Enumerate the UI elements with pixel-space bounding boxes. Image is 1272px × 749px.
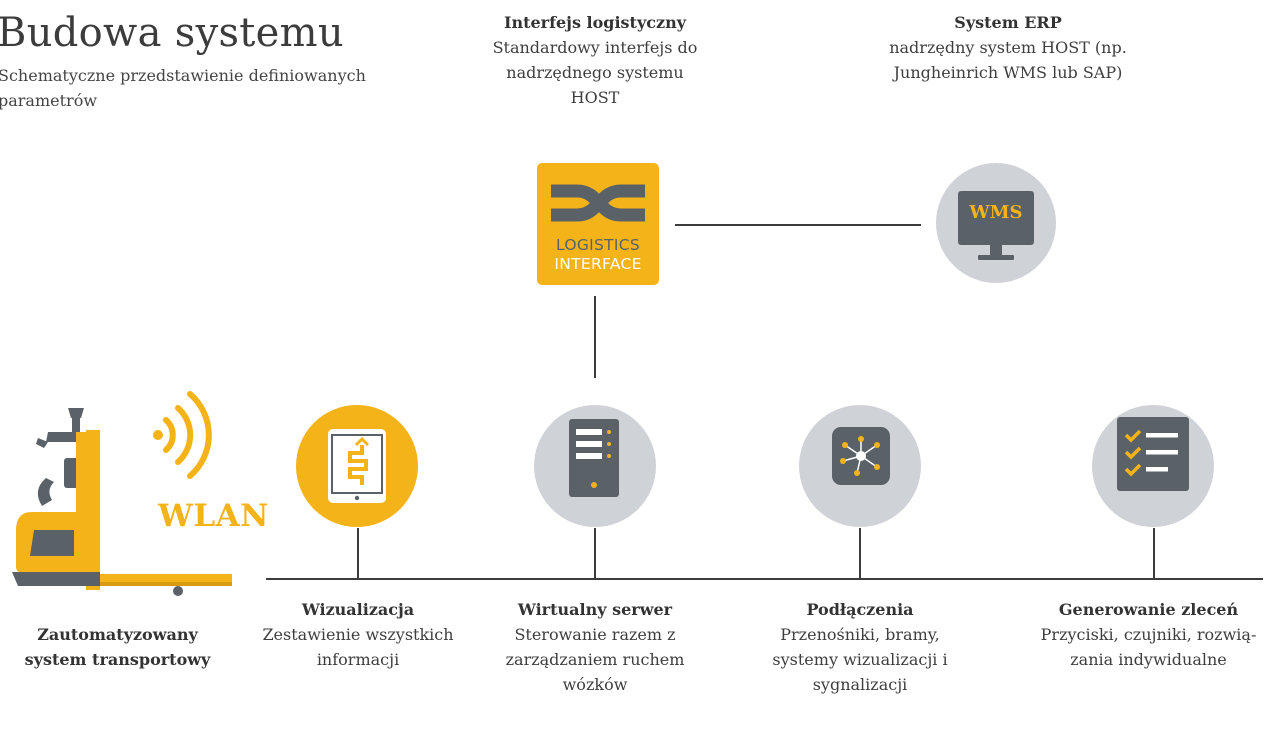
connector-main-bus: [266, 578, 1263, 580]
connector-order-generation: [1153, 528, 1155, 579]
agv-caption: Zautomatyzowany system transportowy: [15, 622, 220, 672]
agv-caption-text: Zautomatyzowany system transportowy: [24, 625, 211, 669]
erp-system-description: nadrzędny system HOST (np. Jungheinrich …: [889, 38, 1127, 82]
page-subtitle: Schematyczne przedstawienie definiowanyc…: [0, 66, 366, 110]
visualization-label: Wizualizacja Zestawienie wszystkich info…: [247, 597, 469, 672]
logo-line-interface: INTERFACE: [554, 255, 642, 273]
logistics-interface-heading: Interfejs logistyczny: [503, 13, 686, 32]
connections-label: Podłączenia Przenośniki, bramy, systemy …: [762, 597, 958, 697]
forklift-icon: [12, 391, 232, 596]
connections-description: Przenośniki, bramy, systemy wizualizacji…: [772, 625, 948, 694]
network-hub-icon: [832, 427, 890, 485]
connections-node: [799, 405, 921, 527]
logistics-interface-logo: LOGISTICS INTERFACE: [537, 163, 659, 285]
wlan-label: WLAN: [158, 498, 269, 534]
logo-line-logistics: LOGISTICS: [555, 236, 641, 254]
monitor-icon: [958, 191, 1034, 260]
logistics-interface-description: Standardowy interfejs do nadrzędnego sys…: [492, 38, 698, 107]
erp-system-heading: System ERP: [954, 13, 1062, 32]
visualization-heading: Wizualizacja: [301, 600, 415, 619]
wms-screen-text: WMS: [969, 202, 1023, 223]
connector-logistics-server: [594, 296, 596, 378]
erp-system-label: System ERP nadrzędny system HOST (np. Ju…: [858, 10, 1158, 85]
visualization-description: Zestawienie wszystkich informacji: [262, 625, 454, 669]
virtual-server-label: Wirtualny serwer Sterowanie razem z zarz…: [488, 597, 702, 697]
order-generation-label: Generowanie zleceń Przyciski, czujniki, …: [1026, 597, 1271, 672]
erp-system-node: WMS: [936, 163, 1056, 283]
connector-visualization: [357, 528, 359, 579]
connector-server: [594, 528, 596, 579]
order-generation-node: [1092, 405, 1214, 527]
page-title: Budowa systemu: [0, 10, 344, 56]
agv-truck-illustration: WLAN: [8, 380, 269, 602]
crossing-arrows-icon: [551, 184, 645, 222]
order-generation-description: Przyciski, czujniki, rozwią-zania indywi…: [1040, 625, 1257, 669]
server-icon: [569, 419, 619, 497]
logistics-interface-label: Interfejs logistyczny Standardowy interf…: [470, 10, 720, 110]
connector-logistics-erp: [675, 224, 921, 226]
virtual-server-heading: Wirtualny serwer: [517, 600, 673, 619]
visualization-node: [296, 405, 418, 527]
connections-heading: Podłączenia: [806, 600, 914, 619]
connector-connections: [859, 528, 861, 579]
virtual-server-description: Sterowanie razem z zarządzaniem ruchem w…: [505, 625, 685, 694]
virtual-server-node: [534, 405, 656, 527]
checklist-icon: [1117, 417, 1189, 491]
order-generation-heading: Generowanie zleceń: [1058, 600, 1239, 619]
tablet-flow-icon: [328, 429, 386, 503]
